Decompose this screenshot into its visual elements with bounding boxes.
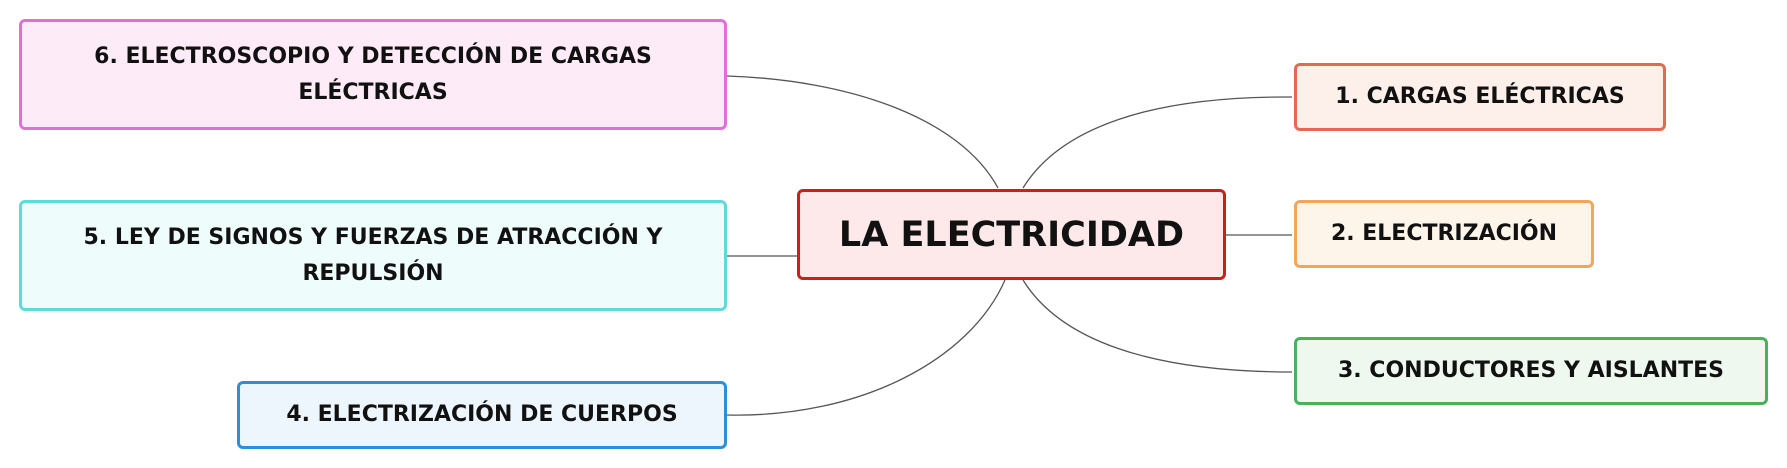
topic-electroscopio[interactable]: 6. ELECTROSCOPIO Y DETECCIÓN DE CARGAS E… (19, 19, 727, 130)
topic-conductores-y-aislantes[interactable]: 3. CONDUCTORES Y AISLANTES (1294, 337, 1768, 405)
connector-to-cargas-electricas (1022, 96, 1293, 189)
topic-label: 1. CARGAS ELÉCTRICAS (1335, 84, 1625, 109)
topic-label: 2. ELECTRIZACIÓN (1330, 221, 1558, 246)
topic-electrizacion[interactable]: 2. ELECTRIZACIÓN (1294, 200, 1594, 268)
topic-ley-de-signos[interactable]: 5. LEY DE SIGNOS Y FUERZAS DE ATRACCIÓN … (19, 200, 727, 311)
central-topic[interactable]: LA ELECTRICIDAD (797, 189, 1226, 280)
topic-label: 4. ELECTRIZACIÓN DE CUERPOS (286, 402, 678, 427)
central-topic-label: LA ELECTRICIDAD (838, 214, 1185, 255)
connector-to-electrizacion-de-cuerpos (726, 279, 1006, 416)
topic-label: 6. ELECTROSCOPIO Y DETECCIÓN DE CARGAS E… (94, 43, 652, 105)
topic-label: 5. LEY DE SIGNOS Y FUERZAS DE ATRACCIÓN … (83, 224, 663, 286)
topic-label: 3. CONDUCTORES Y AISLANTES (1337, 358, 1725, 383)
connector-to-electroscopio (726, 75, 999, 189)
connector-to-conductores-y-aislantes (1022, 279, 1293, 373)
topic-cargas-electricas[interactable]: 1. CARGAS ELÉCTRICAS (1294, 63, 1666, 131)
topic-electrizacion-de-cuerpos[interactable]: 4. ELECTRIZACIÓN DE CUERPOS (237, 381, 727, 449)
